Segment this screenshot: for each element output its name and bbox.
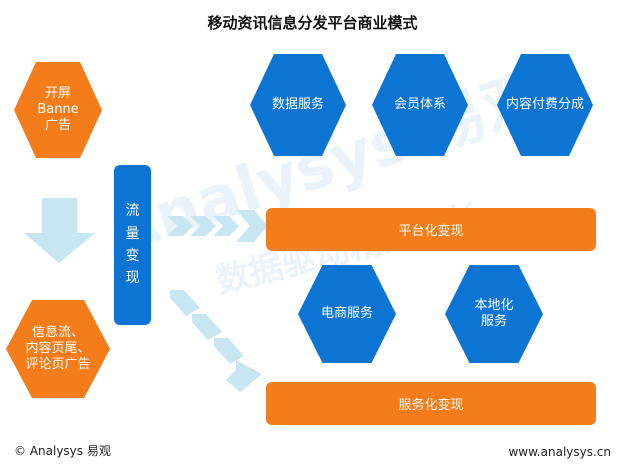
service-monetization-bar: 服务化变现: [266, 382, 596, 425]
down-arrow-icon: [24, 198, 95, 263]
page-title: 移动资讯信息分发平台商业模式: [207, 14, 418, 32]
platform-hex-membership: 会员体系: [372, 54, 468, 156]
platform-monetization-bar: 平台化变现: [266, 208, 596, 251]
platform-chevron-arrow-icon: [167, 210, 268, 242]
platform-hex-paid-content: 内容付费分成: [497, 54, 593, 156]
traffic-monetization-bar: 流 量 变 现: [114, 165, 151, 325]
footer-copyright: © Analysys 易观: [14, 444, 111, 458]
platform-hex-data-service: 数据服务: [250, 54, 346, 156]
footer-url: www.analysys.cn: [508, 445, 611, 459]
feed-ad-hex: 信息流、 内容页尾、 评论页广告: [6, 300, 110, 398]
service-chevron-arrow-icon: [170, 290, 262, 392]
service-hex-ecommerce: 电商服务: [298, 265, 396, 363]
